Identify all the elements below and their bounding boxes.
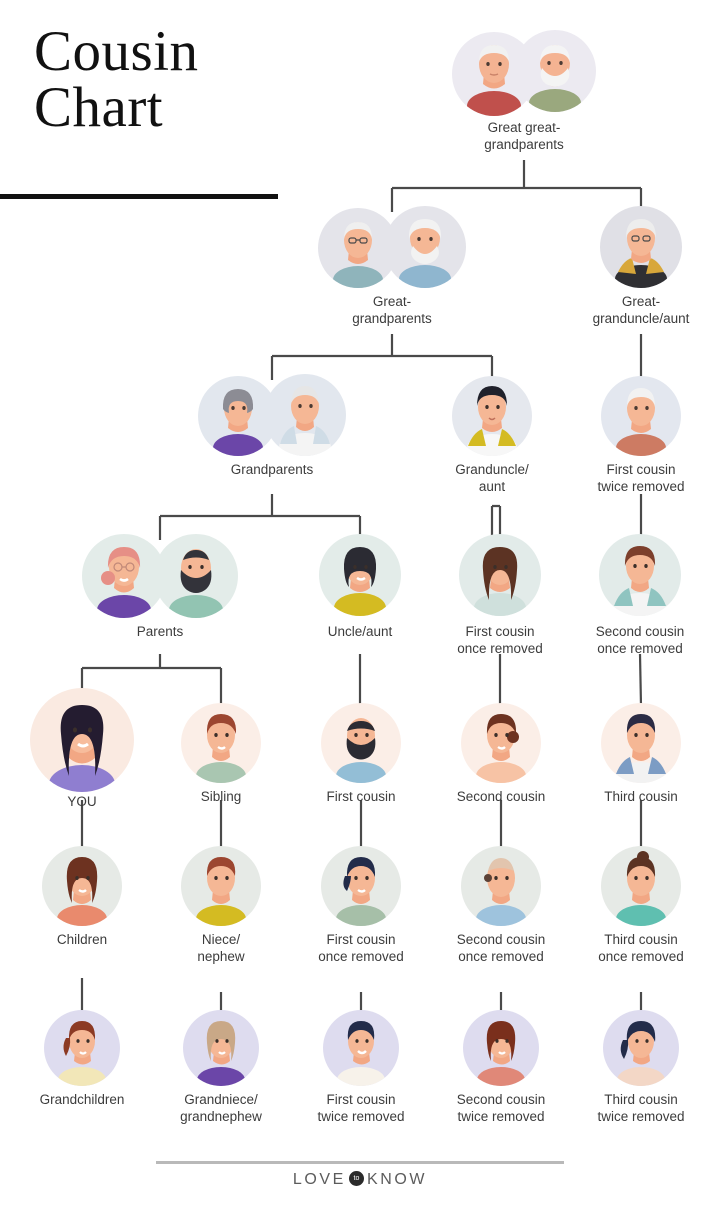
person-illustration-icon [614, 546, 666, 616]
person-illustration-icon [477, 1021, 525, 1086]
person-illustration-icon [97, 547, 151, 618]
avatar [600, 206, 682, 288]
avatar [599, 534, 681, 616]
node-label: Grandparents [230, 462, 314, 477]
avatar [514, 30, 596, 112]
node-label: Great- grandparents [352, 294, 432, 326]
avatar [321, 846, 401, 926]
person-illustration-icon [49, 705, 115, 792]
node-label: First cousin [326, 789, 396, 804]
node-label: Grandchildren [39, 1092, 125, 1107]
node-label: Third cousin [604, 789, 678, 804]
person-illustration-icon [616, 388, 666, 456]
person-illustration-icon [529, 45, 581, 112]
node-label: Second cousin once removed [595, 624, 685, 656]
person-illustration-icon [197, 1021, 245, 1086]
avatar [181, 846, 261, 926]
node-label: Great great- grandparents [484, 120, 564, 152]
avatar [44, 1010, 120, 1086]
node-label: Uncle/aunt [327, 624, 393, 639]
node-label: Great- granduncle/aunt [592, 294, 690, 326]
title-line-1: Cousin [34, 20, 199, 83]
person-illustration-icon [334, 547, 386, 616]
node-label: Second cousin [456, 789, 546, 804]
title-divider [0, 194, 278, 199]
person-illustration-icon [617, 1021, 665, 1086]
node-label: First cousin twice removed [317, 1092, 405, 1124]
person-illustration-icon [336, 857, 386, 926]
person-illustration-icon [333, 222, 383, 288]
person-illustration-icon [337, 1021, 385, 1086]
node-label: Sibling [200, 789, 242, 804]
avatar [183, 1010, 259, 1086]
person-illustration-icon [615, 219, 667, 288]
person-illustration-icon [476, 714, 526, 783]
person-illustration-icon [467, 45, 521, 116]
person-illustration-icon [399, 219, 451, 288]
page-title: Cousin Chart [34, 20, 334, 139]
person-illustration-icon [58, 1021, 106, 1086]
avatar [384, 206, 466, 288]
avatar [319, 534, 401, 616]
avatar [601, 846, 681, 926]
person-illustration-icon [169, 549, 223, 618]
person-illustration-icon [279, 386, 331, 456]
avatar [82, 534, 166, 618]
node-label: Parents [136, 624, 184, 639]
person-illustration-icon [213, 389, 263, 456]
avatar [601, 703, 681, 783]
person-illustration-icon [467, 386, 517, 456]
person-illustration-icon [196, 714, 246, 783]
person-illustration-icon [616, 714, 666, 783]
avatar [264, 374, 346, 456]
node-label: Second cousin once removed [456, 932, 546, 964]
avatar [42, 846, 122, 926]
avatar [461, 703, 541, 783]
avatar [154, 534, 238, 618]
brand-know-text: KNOW [366, 1171, 428, 1188]
node-label: Third cousin once removed [598, 932, 684, 964]
person-illustration-icon [196, 857, 246, 926]
avatar [601, 376, 681, 456]
person-illustration-icon [474, 547, 526, 616]
avatar [321, 703, 401, 783]
node-label: Granduncle/ aunt [455, 462, 529, 494]
avatar [452, 376, 532, 456]
node-label: First cousin twice removed [597, 462, 685, 494]
person-illustration-icon [616, 851, 666, 926]
node-label: First cousin once removed [318, 932, 404, 964]
person-illustration-icon [476, 858, 526, 926]
avatar [603, 1010, 679, 1086]
avatar [30, 688, 134, 792]
node-label: Grandniece/ grandnephew [180, 1092, 262, 1124]
node-label: YOU [67, 794, 97, 809]
footer-divider [156, 1161, 564, 1164]
avatar [181, 703, 261, 783]
node-label: Third cousin twice removed [597, 1092, 685, 1124]
person-illustration-icon [57, 857, 107, 926]
node-label: Niece/ nephew [197, 932, 245, 964]
avatar [463, 1010, 539, 1086]
avatar [198, 376, 278, 456]
person-illustration-icon [336, 718, 386, 783]
node-label: Children [56, 932, 108, 947]
avatar [459, 534, 541, 616]
brand-badge-icon: to [348, 1171, 364, 1187]
avatar [461, 846, 541, 926]
avatar [323, 1010, 399, 1086]
node-label: First cousin once removed [457, 624, 543, 656]
brand-love-text: LOVE [292, 1171, 346, 1188]
node-label: Second cousin twice removed [456, 1092, 546, 1124]
title-line-2: Chart [34, 76, 164, 139]
